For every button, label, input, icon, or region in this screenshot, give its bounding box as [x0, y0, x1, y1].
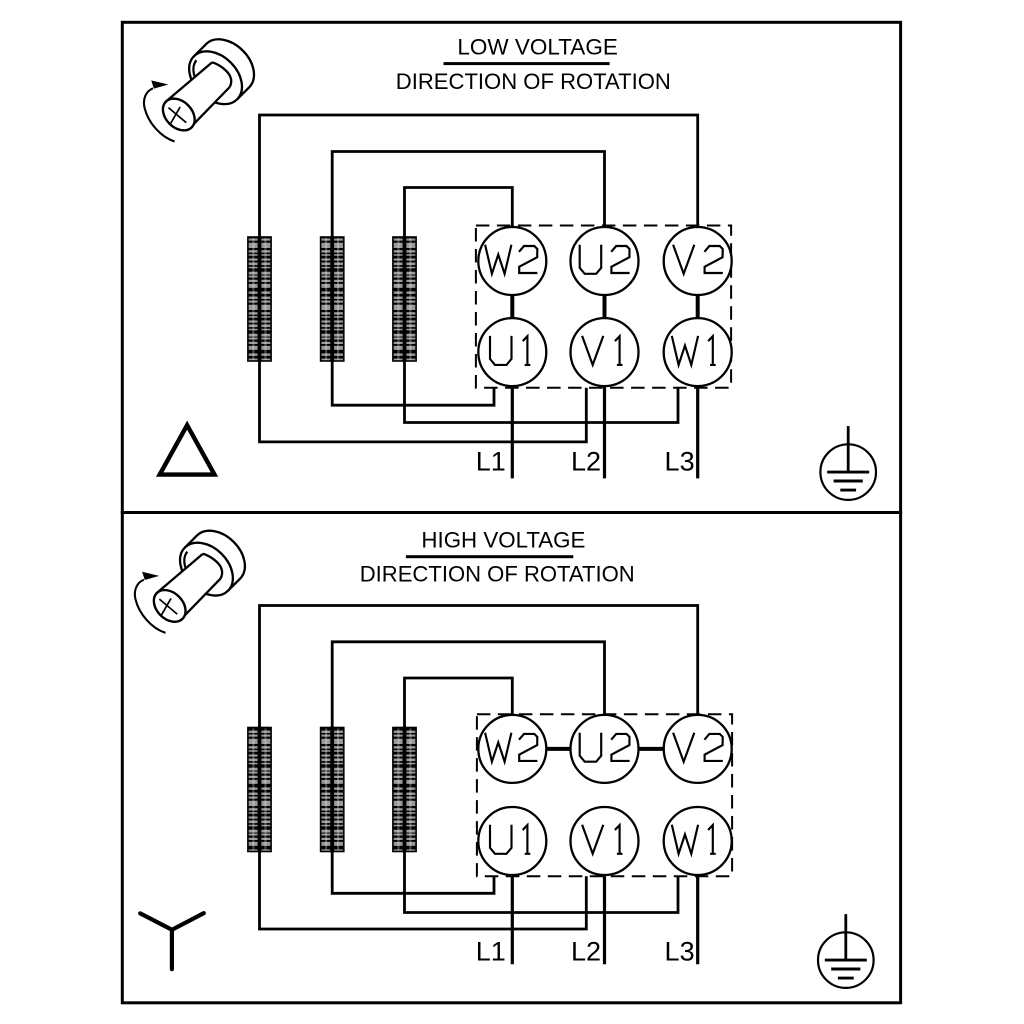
svg-text:DIRECTION OF ROTATION: DIRECTION OF ROTATION	[360, 562, 635, 587]
svg-text:L1: L1	[476, 936, 506, 966]
svg-text:DIRECTION OF ROTATION: DIRECTION OF ROTATION	[396, 69, 671, 94]
svg-text:L2: L2	[571, 447, 601, 477]
svg-text:L3: L3	[665, 936, 695, 966]
svg-text:L3: L3	[665, 447, 695, 477]
svg-text:HIGH VOLTAGE: HIGH VOLTAGE	[421, 527, 585, 552]
svg-text:L2: L2	[571, 936, 601, 966]
svg-text:LOW VOLTAGE: LOW VOLTAGE	[457, 35, 618, 60]
svg-text:L1: L1	[476, 447, 506, 477]
